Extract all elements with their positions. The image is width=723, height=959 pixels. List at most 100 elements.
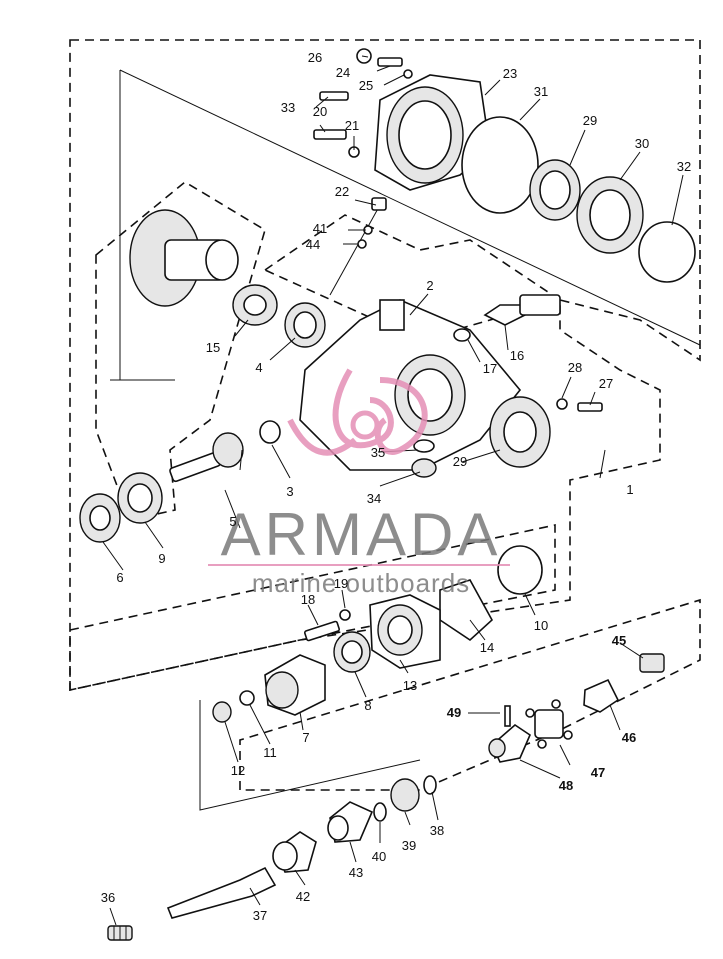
washer-19 — [339, 609, 351, 621]
callout-15: 15 — [206, 340, 220, 355]
pinion-gear-5 — [169, 432, 244, 483]
armada-watermark: ARMADA marine outboards — [208, 368, 510, 598]
callout-46: 46 — [622, 730, 636, 745]
lower-group-outline — [239, 598, 701, 791]
bolt-49 — [504, 705, 511, 727]
needle-bearing-4 — [284, 302, 326, 348]
callout-11: 11 — [263, 745, 277, 760]
o-ring-31 — [461, 116, 539, 214]
callout-40: 40 — [372, 849, 386, 864]
callout-10: 10 — [534, 618, 548, 633]
callout-30: 30 — [635, 136, 649, 151]
callout-47: 47 — [591, 765, 605, 780]
housing-cover-inner — [398, 100, 452, 170]
callout-27: 27 — [599, 376, 613, 391]
bearing-9 — [117, 472, 163, 524]
callout-32: 32 — [677, 159, 691, 174]
washer-28 — [556, 398, 568, 410]
lower-bracket — [199, 700, 421, 811]
circlip-40 — [373, 802, 387, 822]
middle-group-outline — [69, 524, 556, 691]
callout-39: 39 — [402, 838, 416, 853]
yoke-48 — [488, 723, 532, 763]
callout-48: 48 — [559, 778, 573, 793]
bearing-6 — [79, 493, 121, 543]
o-ring-10 — [497, 545, 543, 595]
sensor-16 — [483, 294, 561, 326]
nut-12 — [212, 701, 232, 723]
coupling-7 — [264, 654, 326, 716]
callout-12: 12 — [231, 763, 245, 778]
bolt-18 — [304, 620, 340, 642]
bolt-27 — [577, 402, 603, 412]
callout-29-side: 29 — [453, 454, 467, 469]
callout-3: 3 — [286, 484, 293, 499]
callout-44: 44 — [306, 237, 320, 252]
o-ring-17 — [453, 328, 471, 342]
circlip-32 — [638, 221, 696, 283]
case-boss — [379, 299, 405, 331]
watermark-tagline: marine outboards — [252, 568, 470, 598]
cover-bolts — [313, 48, 413, 158]
fork-22 — [371, 197, 387, 211]
circlip-38 — [423, 775, 437, 795]
thrust-bearing-15 — [232, 284, 278, 326]
callout-13: 13 — [403, 678, 417, 693]
bolt-24 — [377, 57, 403, 67]
spring-36 — [107, 925, 133, 941]
seal-29-top — [529, 159, 581, 221]
callout-5: 5 — [229, 514, 236, 529]
callout-4: 4 — [255, 360, 262, 375]
seal-8 — [333, 631, 371, 673]
callout-49: 49 — [447, 705, 461, 720]
callout-29-top: 29 — [583, 113, 597, 128]
propeller-logo-icon — [287, 368, 428, 456]
callout-31: 31 — [534, 84, 548, 99]
bolt-20 — [313, 129, 347, 140]
callout-43: 43 — [349, 865, 363, 880]
callout-28: 28 — [568, 360, 582, 375]
callout-35: 35 — [371, 445, 385, 460]
coupling-42 — [272, 831, 317, 873]
callout-numbers: 1 2 3 4 5 6 7 8 9 10 11 12 13 14 15 16 1… — [101, 50, 691, 923]
washer-11 — [239, 690, 255, 706]
watermark-brand: ARMADA — [221, 501, 502, 568]
drive-shaft-37 — [166, 866, 277, 919]
callout-26: 26 — [308, 50, 322, 65]
collar-43 — [327, 801, 374, 843]
callout-9: 9 — [158, 551, 165, 566]
callout-34: 34 — [367, 491, 381, 506]
callout-22: 22 — [335, 184, 349, 199]
bearing-housing-13 — [369, 594, 441, 669]
callout-36: 36 — [101, 890, 115, 905]
callout-16: 16 — [510, 348, 524, 363]
ring-gear — [129, 209, 239, 307]
coupler-45 — [639, 653, 665, 673]
callout-7: 7 — [302, 730, 309, 745]
bearing-39 — [390, 778, 420, 812]
shift-rod — [329, 197, 387, 296]
seal-29-side — [489, 396, 551, 468]
bearing-housing-cover — [374, 74, 491, 191]
bearing-30 — [576, 176, 644, 254]
callout-14: 14 — [480, 640, 494, 655]
callout-19: 19 — [334, 576, 348, 591]
ring-44 — [357, 239, 367, 249]
bolt-33 — [319, 91, 349, 101]
callout-42: 42 — [296, 889, 310, 904]
gasket-35 — [413, 439, 435, 453]
callout-23: 23 — [503, 66, 517, 81]
callout-38: 38 — [430, 823, 444, 838]
callout-25: 25 — [359, 78, 373, 93]
leader-lines — [102, 55, 684, 926]
callout-6: 6 — [116, 570, 123, 585]
case-bore-inner — [407, 368, 453, 422]
washer-25 — [403, 69, 413, 79]
callout-21: 21 — [345, 118, 359, 133]
callout-20: 20 — [313, 104, 327, 119]
callout-18: 18 — [301, 592, 315, 607]
yoke-46 — [583, 678, 620, 713]
callout-45: 45 — [612, 633, 626, 648]
callout-41: 41 — [313, 221, 327, 236]
callout-24: 24 — [336, 65, 350, 80]
